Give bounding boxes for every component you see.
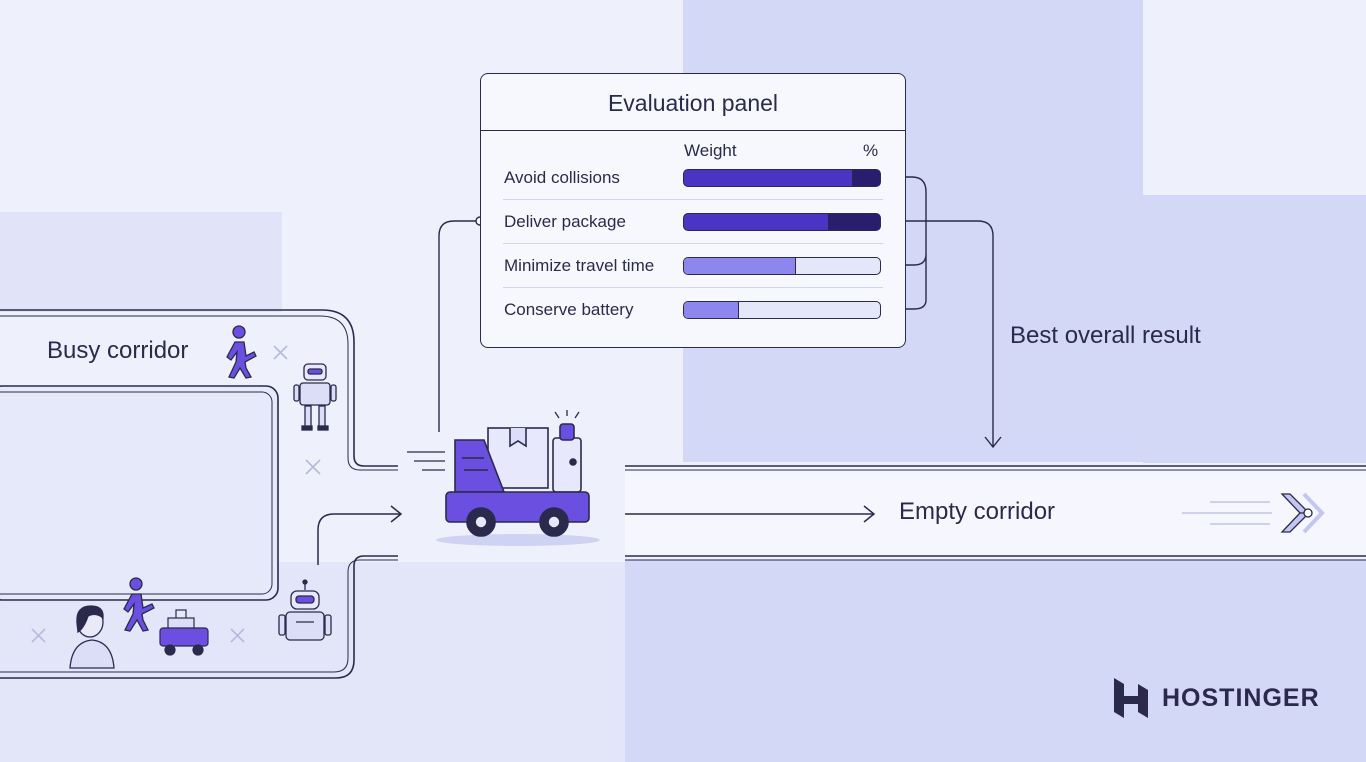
weight-bar	[683, 301, 881, 319]
criterion-label: Minimize travel time	[504, 256, 655, 275]
criterion-row: Avoid collisions	[481, 156, 905, 200]
criterion-label: Avoid collisions	[504, 168, 620, 187]
criterion-row: Conserve battery	[481, 288, 905, 332]
weight-bar-fill	[684, 214, 830, 230]
weight-bar	[683, 213, 881, 231]
weight-bar-fill	[684, 302, 739, 318]
row-divider	[503, 243, 883, 244]
busy-corridor-outer-wall	[0, 309, 398, 467]
row-divider	[503, 199, 883, 200]
background-block-left	[0, 212, 282, 312]
weight-bar-fill	[684, 258, 796, 274]
pedestrian-icon	[226, 325, 257, 379]
criterion-row: Minimize travel time	[481, 244, 905, 288]
background-block-bottom-right	[625, 560, 1366, 762]
weight-bar-fill	[684, 170, 853, 186]
robot-icon	[293, 363, 337, 431]
best-result-label: Best overall result	[1010, 322, 1201, 349]
percent-header: %	[863, 141, 879, 160]
panel-title: Evaluation panel	[481, 74, 905, 131]
small-cart-icon	[159, 609, 209, 656]
exit-chevron-icon	[1182, 492, 1325, 534]
busy-corridor-inner-block	[0, 385, 279, 601]
weight-header: Weight	[684, 141, 737, 160]
empty-corridor-band	[625, 466, 1366, 557]
evaluation-panel: Evaluation panel Weight % Avoid collisio…	[480, 73, 906, 348]
hostinger-logo-text: HOSTINGER	[1162, 684, 1320, 712]
busy-corridor-label: Busy corridor	[47, 337, 189, 364]
blocked-x-icons	[31, 345, 321, 643]
best-result-arrow-head	[984, 436, 1002, 449]
weight-bar	[683, 169, 881, 187]
delivery-vehicle-icon	[407, 410, 600, 546]
person-icon	[69, 605, 115, 669]
criterion-label: Deliver package	[504, 212, 626, 231]
criterion-label: Conserve battery	[504, 300, 634, 319]
background-block-right	[1143, 195, 1366, 463]
empty-corridor-label: Empty corridor	[899, 498, 1056, 525]
hostinger-logo-icon	[1114, 678, 1148, 718]
robot-icon	[278, 579, 332, 641]
panel-connector	[438, 220, 480, 432]
weight-bar	[683, 257, 881, 275]
criterion-row: Deliver package	[481, 200, 905, 244]
pedestrian-icon	[123, 577, 155, 632]
route-arrow-in	[317, 513, 400, 565]
row-divider	[503, 287, 883, 288]
